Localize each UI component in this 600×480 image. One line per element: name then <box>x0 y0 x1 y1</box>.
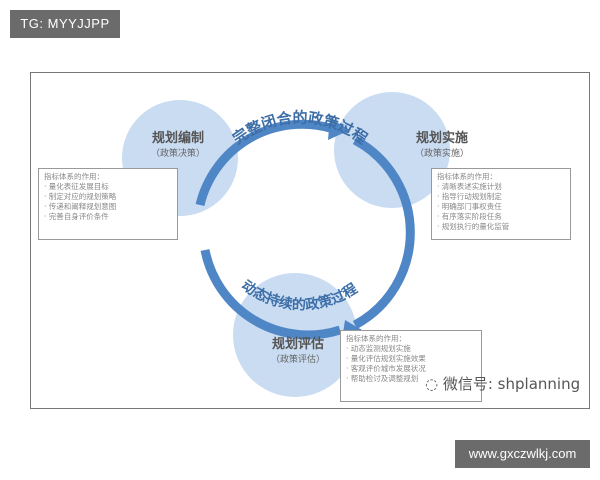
implementation-indicator-box: 指标体系的作用： 清晰表述实施计划指导行动规划制定明确部门事权责任有序落实阶段任… <box>431 168 571 240</box>
circle-implementation <box>334 92 450 208</box>
node-evaluation-label: 规划评估（政策评估） <box>270 337 325 365</box>
arrow-head-icon <box>328 118 350 140</box>
node-implementation-label: 规划实施（政策实施） <box>414 131 469 159</box>
ring-arc-bottom <box>200 249 342 340</box>
node-planning-label: 规划编制（政策决策） <box>150 131 205 159</box>
evaluation-indicator-box: 指标体系的作用： 动态监测规划实施量化评估规划实施效果客观评价城市发展状况帮助检… <box>340 330 482 402</box>
ring-arc-top <box>195 119 332 207</box>
top-watermark: TG: MYYJJPP <box>10 10 120 38</box>
wechat-watermark: ◌ 微信号: shplanning <box>425 375 581 393</box>
wechat-icon: ◌ <box>425 375 443 393</box>
planning-indicator-box: 指标体系的作用： 量化表征发展目标制定对应的规划策略传递和阐释规划意图完善自身评… <box>38 168 178 240</box>
bottom-watermark: www.gxczwlkj.com <box>455 440 590 468</box>
ring-arc-right <box>352 136 415 329</box>
